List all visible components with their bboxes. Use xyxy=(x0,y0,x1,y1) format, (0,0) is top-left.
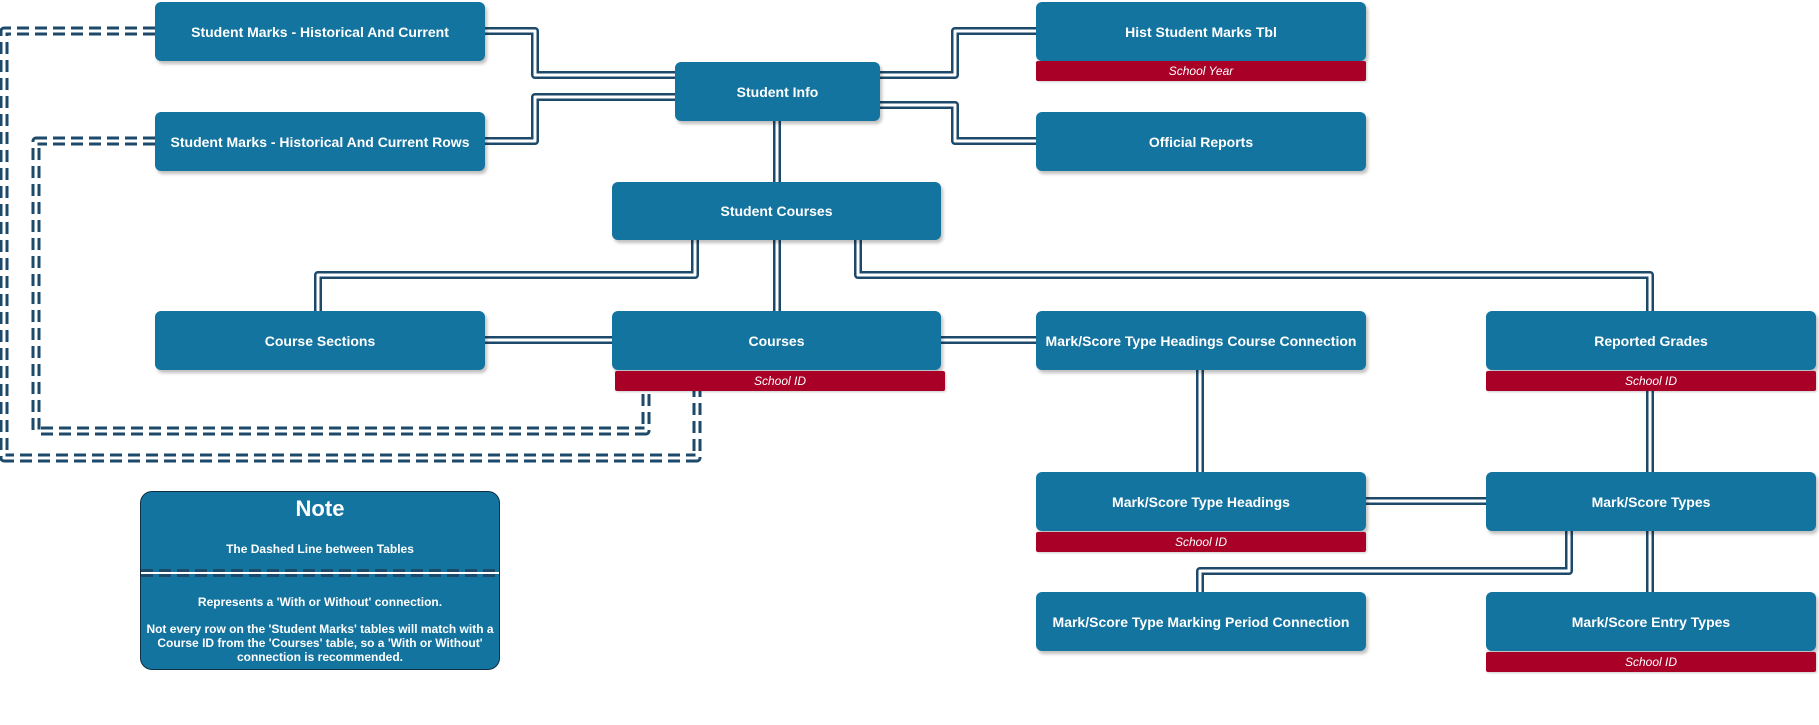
tag-courses: School ID xyxy=(615,371,945,391)
node-hist-student-marks-tbl[interactable]: Hist Student Marks Tbl xyxy=(1036,2,1366,61)
tag-mark-score-type-headings: School ID xyxy=(1036,532,1366,552)
node-student-info[interactable]: Student Info xyxy=(675,62,880,121)
tag-hist-student-marks-tbl: School Year xyxy=(1036,61,1366,81)
note-title: Note xyxy=(295,496,345,521)
node-student-courses[interactable]: Student Courses xyxy=(612,182,941,240)
note-box: Note The Dashed Line between Tables Repr… xyxy=(140,491,500,670)
edge-info-to-official xyxy=(880,101,1036,145)
edge-marks-to-info xyxy=(485,27,675,79)
node-official-reports[interactable]: Official Reports xyxy=(1036,112,1366,171)
dashed-edge-marks-rows-to-courses xyxy=(31,136,651,436)
edge-marks-rows-to-info xyxy=(485,93,675,145)
note-dashed-line-sample xyxy=(141,569,499,577)
tag-reported-grades: School ID xyxy=(1486,371,1816,391)
node-student-marks-historical-and-current[interactable]: Student Marks - Historical And Current xyxy=(155,2,485,61)
node-mark-score-types[interactable]: Mark/Score Types xyxy=(1486,472,1816,531)
node-mark-score-type-headings-course-connection[interactable]: Mark/Score Type Headings Course Connecti… xyxy=(1036,311,1366,370)
node-mark-score-type-headings[interactable]: Mark/Score Type Headings xyxy=(1036,472,1366,531)
node-student-marks-historical-and-current-rows[interactable]: Student Marks - Historical And Current R… xyxy=(155,112,485,171)
edge-info-to-hist-tbl xyxy=(880,27,1036,79)
note-subtitle: The Dashed Line between Tables xyxy=(226,542,414,556)
note-line-1: Represents a 'With or Without' connectio… xyxy=(197,595,443,609)
solid-connectors xyxy=(314,27,1654,592)
tag-mark-score-entry-types: School ID xyxy=(1486,652,1816,672)
node-mark-score-type-marking-period-connection[interactable]: Mark/Score Type Marking Period Connectio… xyxy=(1036,592,1366,651)
node-mark-score-entry-types[interactable]: Mark/Score Entry Types xyxy=(1486,592,1816,651)
note-line-2: Not every row on the 'Student Marks' tab… xyxy=(146,622,494,664)
node-course-sections[interactable]: Course Sections xyxy=(155,311,485,370)
node-courses[interactable]: Courses xyxy=(612,311,941,370)
node-reported-grades[interactable]: Reported Grades xyxy=(1486,311,1816,370)
